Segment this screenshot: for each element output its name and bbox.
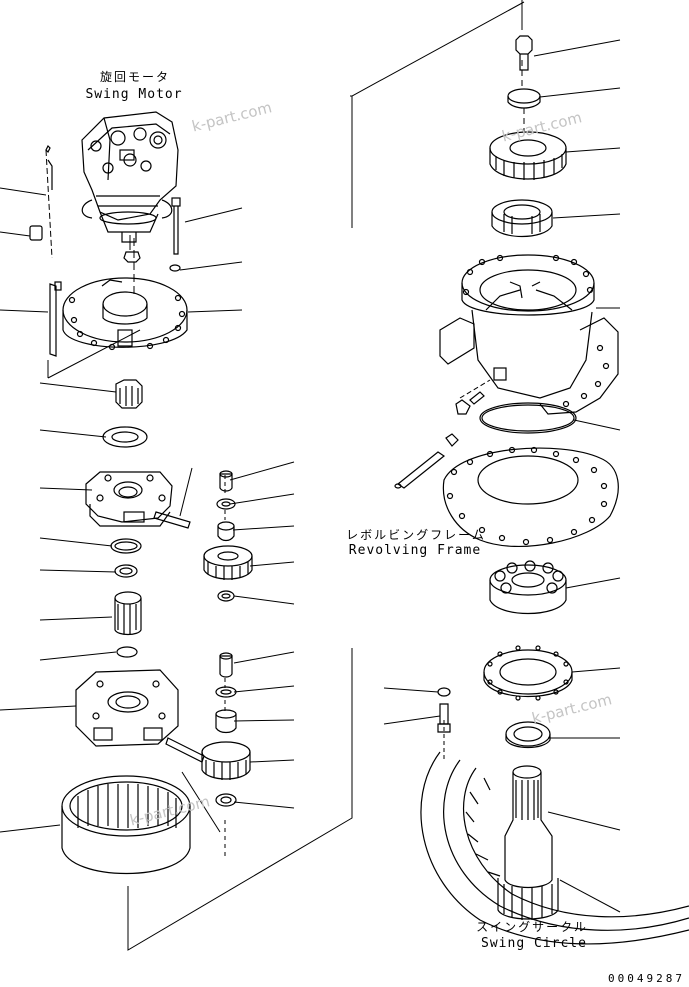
thrust-washer	[102, 426, 148, 448]
taper-roller-bearing-upper	[489, 131, 567, 180]
swing-machinery-case	[439, 254, 619, 415]
ring-gear	[61, 775, 191, 875]
revolving-frame-mount	[442, 446, 619, 547]
o-ring-small	[110, 538, 142, 554]
o-ring-small-inner	[114, 541, 138, 551]
drawing-number: 00049287	[608, 972, 685, 985]
roller-bearing-cylindrical	[489, 560, 567, 615]
o-ring-large	[479, 402, 577, 434]
spacer-ring	[491, 199, 553, 237]
swing-motor-label-en: Swing Motor	[85, 87, 183, 102]
motor-flange-plate	[62, 277, 188, 351]
swing-motor	[81, 111, 179, 243]
middle-small-parts	[215, 470, 237, 807]
carrier-no2	[75, 669, 179, 747]
oil-seal	[505, 721, 551, 749]
side-bolt-and-washer	[437, 687, 451, 733]
swing-circle-label-jp: スイングサークル	[476, 920, 588, 934]
pinion-shaft	[497, 765, 559, 920]
shaft-pin	[153, 511, 191, 529]
motor-mounting-bolt	[171, 197, 181, 255]
breather-plug-parts	[394, 391, 485, 489]
revolving-frame-label-jp: レボルビングフレーム	[346, 528, 486, 542]
planet-shaft-pin	[165, 737, 205, 763]
thrust-washer-inner	[111, 431, 139, 443]
revolving-frame-label-en: Revolving Frame	[348, 543, 482, 558]
drive-gear-small	[115, 379, 143, 409]
washer-small-inner	[119, 567, 133, 575]
cap-plate	[507, 88, 541, 109]
collar-small	[116, 646, 138, 658]
planet-gear-no2	[201, 741, 251, 780]
washer-small	[114, 564, 138, 578]
leader-lines	[0, 39, 621, 913]
carrier-no1	[85, 471, 173, 527]
swing-circle-arcs	[420, 751, 689, 945]
hex-bolt-top	[515, 35, 533, 71]
swing-circle-label-en: Swing Circle	[481, 936, 587, 951]
level-gauge-parts	[29, 144, 181, 357]
swing-motor-label-jp: 旋回モータ	[99, 70, 170, 84]
assembly-connector-lines	[45, 0, 525, 951]
planet-gear-no1	[203, 545, 253, 580]
sun-gear-no2	[114, 591, 142, 636]
bearing-cage-flange	[483, 645, 573, 701]
